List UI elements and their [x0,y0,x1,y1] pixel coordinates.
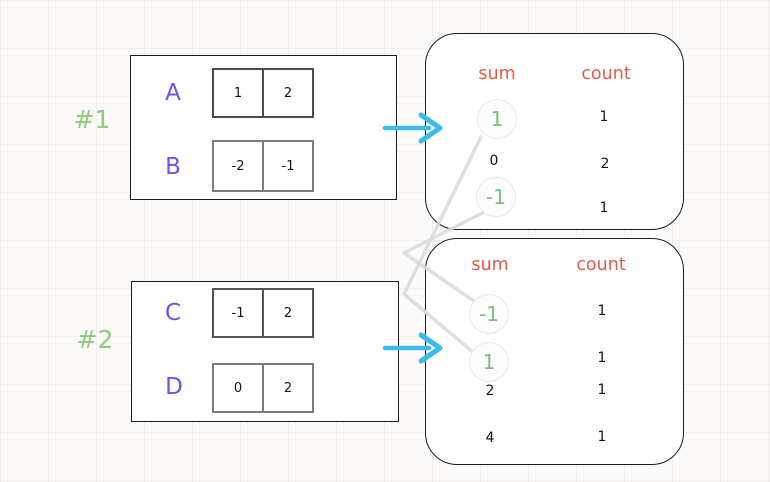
count-column-header: count [581,64,631,84]
array-b-cell-1: -1 [262,142,312,190]
count-value: 1 [597,350,607,366]
sum-value: 4 [485,430,495,446]
array-a-cell-1: 2 [262,70,312,116]
arrow-right-icon [382,332,443,364]
count-value: 2 [600,156,610,172]
count-value: 1 [599,200,609,216]
array-d-cell-1: 2 [262,365,312,411]
array-b-cells: -2 -1 [212,140,314,192]
array-name-c: C [164,300,182,326]
sum-value: 2 [485,383,495,399]
example-1-label: #1 [73,105,111,134]
array-c-cell-1: 2 [262,290,312,336]
count-value: 1 [597,429,607,445]
array-name-b: B [165,154,181,180]
match-connector-sum-neg1 [402,210,489,312]
circled-sum-value: -1 [469,294,509,334]
sum-value: 0 [489,153,499,169]
count-value: 1 [599,109,609,125]
circled-sum-value: 1 [477,99,517,139]
array-d-cells: 0 2 [212,363,314,413]
array-b-cell-0: -2 [231,158,245,174]
array-d-cell-0: 0 [233,380,243,396]
circled-sum-value: -1 [476,177,516,217]
example-2-label: #2 [76,325,114,354]
array-name-a: A [165,80,181,106]
array-c-cells: -1 2 [212,288,314,338]
example-2-result-panel [425,238,684,465]
array-name-d: D [165,374,183,400]
array-c-cell-0: -1 [231,305,245,321]
sum-column-header: sum [478,64,516,84]
match-connector-sum1 [402,135,483,361]
count-column-header: count [576,255,626,275]
circled-sum-value: 1 [469,342,509,382]
arrow-right-icon [382,112,443,144]
example-1-result-panel [425,33,684,230]
count-value: 1 [597,303,607,319]
array-a-cells: 1 2 [212,68,314,118]
count-value: 1 [597,382,607,398]
array-a-cell-0: 1 [233,85,243,101]
sum-column-header: sum [471,255,509,275]
